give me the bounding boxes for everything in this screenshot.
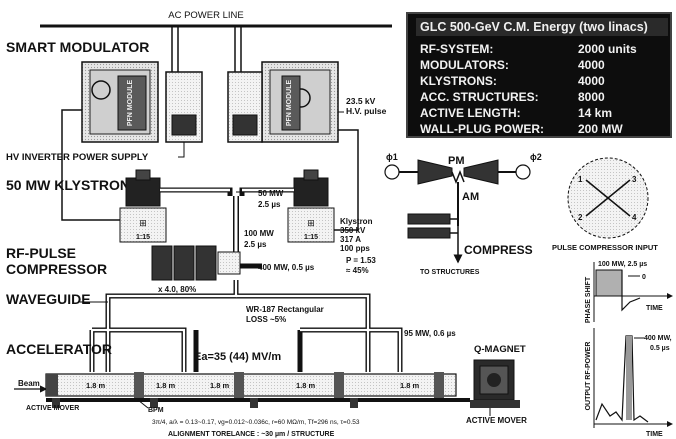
- bpm-label: BPM: [148, 407, 164, 414]
- q-magnet-label: Q-MAGNET: [474, 344, 526, 355]
- phase-vector-diagram: 1 3 2 4: [567, 157, 649, 239]
- time-label-1: TIME: [646, 305, 663, 312]
- spec-value: 4000: [578, 58, 605, 72]
- pfn-module-label: PFN MODULE: [286, 80, 293, 127]
- power-50mw-label: 50 MW: [258, 189, 284, 198]
- spec-row: KLYSTRONS: 4000: [420, 74, 670, 91]
- wr187-label: WR-187 Rectangular: [246, 305, 324, 314]
- phi1-label: ϕ1: [386, 152, 398, 162]
- vector-1-label: 1: [578, 175, 583, 184]
- hv-inverter-label: HV INVERTER POWER SUPPLY: [6, 152, 149, 163]
- spec-table-title: GLC 500-GeV C.M. Energy (two linacs): [416, 18, 668, 36]
- spec-row: ACC. STRUCTURES: 8000: [420, 90, 670, 107]
- pm-label: PM: [448, 155, 465, 167]
- compress-label: COMPRESS: [464, 243, 533, 257]
- spec-key: RF-SYSTEM:: [420, 42, 494, 56]
- pfn-module-right: PFN MODULE: [261, 61, 339, 143]
- spec-value: 2000 units: [578, 42, 637, 56]
- output-rf-power-plot: [593, 328, 673, 428]
- spec-value: 14 km: [578, 106, 613, 120]
- gradient-label: Ea=35 (44) MV/m: [194, 351, 281, 363]
- segment-3-label: 1.8 m: [210, 381, 230, 390]
- vector-3-label: 3: [632, 175, 637, 184]
- alignment-tolerance: ALIGNMENT TORELANCE : ~30 µm / STRUCTURE: [168, 431, 335, 438]
- klystron-title-label: 50 MW KLYSTRON: [6, 177, 130, 193]
- spec-row: WALL-PLUG POWER: 200 MW: [420, 122, 670, 139]
- svg-text:⊞: ⊞: [139, 218, 147, 228]
- klystron-left: ⊞ 1:15: [119, 169, 167, 243]
- phase-shift-plot: [593, 262, 673, 322]
- out-400mw-label: 400 MW,: [644, 335, 672, 342]
- hv-inverter-left: [165, 71, 203, 143]
- vector-4-label: 4: [632, 213, 637, 222]
- klystron-right: ⊞ 1:15: [287, 169, 335, 243]
- pm-am-schematic: ϕ1 ϕ2 PM AM COMPRESS TO STRUCTURES: [384, 152, 542, 276]
- klystron-spec-2: 317 A: [340, 235, 361, 244]
- segment-5-label: 1.8 m: [400, 381, 420, 390]
- spec-key: ACC. STRUCTURES:: [420, 90, 539, 104]
- out-05us-label: 0.5 µs: [650, 345, 670, 352]
- klystron-spec-5: ≈ 45%: [346, 266, 369, 275]
- hv-pulse-label: H.V. pulse: [346, 106, 387, 116]
- vector-2-label: 2: [578, 213, 583, 222]
- segment-2-label: 1.8 m: [156, 381, 176, 390]
- output-rf-power-label: OUTPUT RF-POWER: [585, 342, 592, 411]
- spec-key: WALL-PLUG POWER:: [420, 122, 544, 136]
- time-label-2: TIME: [646, 431, 663, 438]
- spec-row: MODULATORS: 4000: [420, 58, 670, 75]
- ratio-label: 1:15: [136, 234, 150, 241]
- accelerator-structures: [45, 372, 470, 408]
- accelerator-label: ACCELERATOR: [6, 341, 112, 357]
- compression-factor-label: x 4.0, 80%: [158, 285, 196, 294]
- to-structures-label: TO STRUCTURES: [420, 269, 480, 276]
- spec-table: GLC 500-GeV C.M. Energy (two linacs) RF-…: [406, 12, 672, 138]
- segment-1-label: 1.8 m: [86, 381, 106, 390]
- spec-key: KLYSTRONS:: [420, 74, 497, 88]
- pfn-module-left: PFN MODULE: [81, 61, 159, 143]
- structure-parameters: 3π/4, a/λ = 0.13~0.17, vg=0.012~0.036c, …: [152, 419, 360, 426]
- klystron-spec-4: P = 1.53: [346, 256, 376, 265]
- spec-value: 200 MW: [578, 122, 623, 136]
- power-400mw-label: 400 MW, 0.5 µs: [258, 263, 315, 272]
- power-95mw-label: 95 MW, 0.6 µs: [404, 329, 456, 338]
- hv-inverter-right: [227, 71, 263, 143]
- pfn-module-label: PFN MODULE: [127, 80, 134, 127]
- am-label: AM: [462, 191, 479, 203]
- q-magnet: [470, 359, 520, 408]
- spec-row: RF-SYSTEM: 2000 units: [420, 42, 670, 59]
- spec-value: 8000: [578, 90, 605, 104]
- beam-label: Beam: [18, 379, 40, 388]
- transformer-icon: [91, 80, 111, 100]
- loss-label: LOSS ~5%: [246, 315, 286, 324]
- power-100mw-label: 100 MW: [244, 229, 274, 238]
- ac-power-line-label: AC POWER LINE: [168, 10, 244, 21]
- compressor-label: COMPRESSOR: [6, 261, 107, 277]
- klystron-spec-1: 350 kV: [340, 226, 366, 235]
- pulse-compressor: [151, 245, 241, 281]
- active-mover-left-label: ACTIVE MOVER: [26, 405, 79, 412]
- power-50mw-time-label: 2.5 µs: [258, 200, 281, 209]
- pulse-compressor-input-label: PULSE COMPRESSOR INPUT: [552, 243, 658, 252]
- waveguide-label: WAVEGUIDE: [6, 291, 91, 307]
- svg-text:⊞: ⊞: [307, 218, 315, 228]
- spec-value: 4000: [578, 74, 605, 88]
- phi2-label: ϕ2: [530, 152, 542, 162]
- segment-4-label: 1.8 m: [296, 381, 316, 390]
- smart-modulator-label: SMART MODULATOR: [6, 39, 149, 55]
- rf-pulse-label: RF-PULSE: [6, 245, 76, 261]
- klystron-spec-0: Klystron: [340, 217, 373, 226]
- pc-100mw-label: 100 MW, 2.5 µs: [598, 261, 647, 268]
- klystron-spec-3: 100 pps: [340, 244, 370, 253]
- phase-shift-label: PHASE SHIFT: [585, 276, 592, 323]
- pc-zero-label: 0: [642, 274, 646, 281]
- ratio-label: 1:15: [304, 234, 318, 241]
- active-mover-right-label: ACTIVE MOVER: [466, 416, 527, 425]
- spec-key: ACTIVE LENGTH:: [420, 106, 521, 120]
- spec-key: MODULATORS:: [420, 58, 509, 72]
- power-100mw-time-label: 2.5 µs: [244, 240, 267, 249]
- hv-pulse-kv-label: 23.5 kV: [346, 96, 376, 106]
- spec-row: ACTIVE LENGTH: 14 km: [420, 106, 670, 123]
